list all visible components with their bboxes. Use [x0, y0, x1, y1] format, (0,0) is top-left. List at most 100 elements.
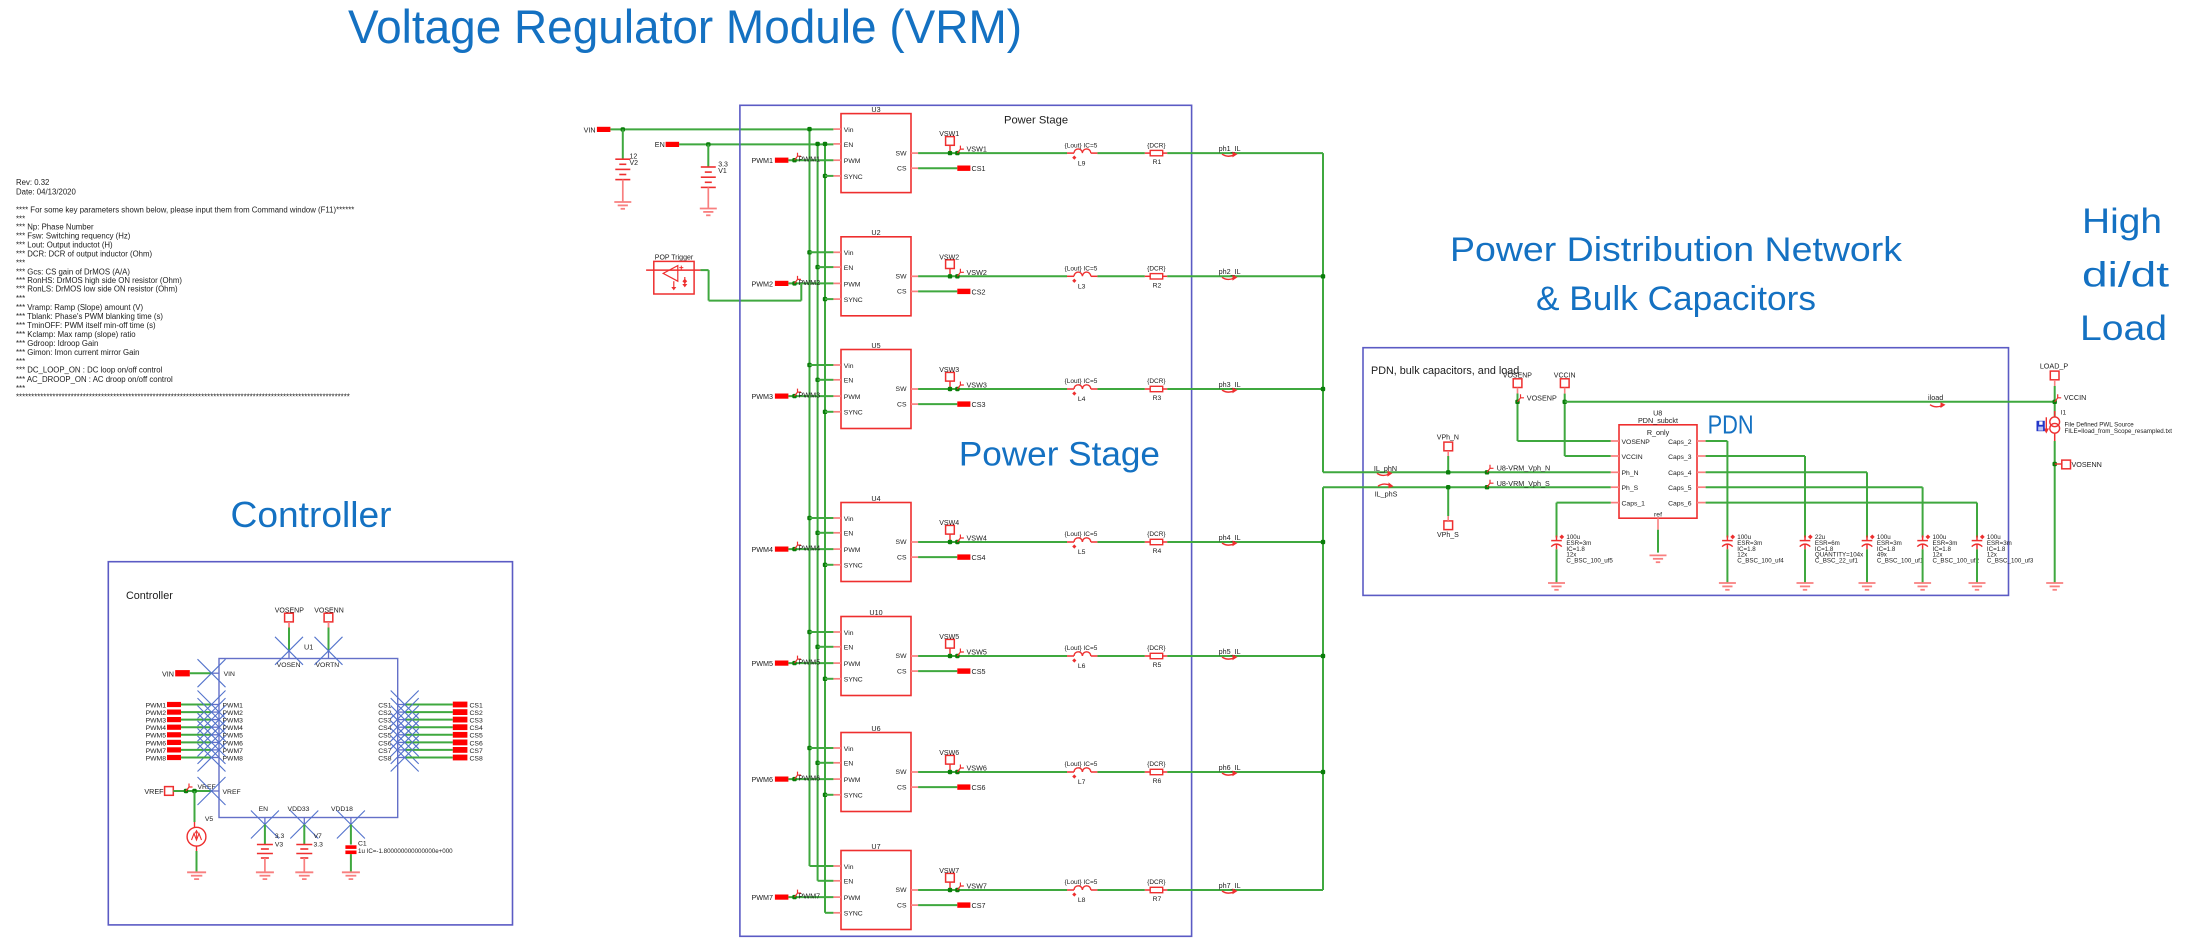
- svg-text:ESR=3m: ESR=3m: [1737, 540, 1762, 547]
- svg-text:PWM1: PWM1: [146, 702, 167, 709]
- svg-text:PWM6: PWM6: [751, 775, 773, 784]
- svg-text:12x: 12x: [1987, 552, 1998, 559]
- svg-text:C_BSC_100_uf3: C_BSC_100_uf3: [1987, 558, 2034, 565]
- svg-text:CS: CS: [897, 668, 907, 675]
- svg-text:12x: 12x: [1737, 552, 1748, 559]
- svg-text:VPh_N: VPh_N: [1437, 435, 1459, 442]
- svg-text:ph6_IL: ph6_IL: [1219, 763, 1241, 772]
- svg-text:U3: U3: [871, 105, 880, 114]
- svg-text:EN: EN: [844, 378, 854, 385]
- svg-text:CS: CS: [897, 902, 907, 909]
- svg-text:IL_phS: IL_phS: [1375, 489, 1398, 498]
- svg-text:{Lout} IC=5: {Lout} IC=5: [1065, 879, 1098, 886]
- svg-text:Rev: 0.32: Rev: 0.32: [16, 178, 49, 187]
- svg-text:Date: 04/13/2020: Date: 04/13/2020: [16, 187, 76, 196]
- svg-text:VSW6: VSW6: [967, 764, 987, 773]
- svg-text:***: ***: [16, 357, 25, 366]
- svg-text:PWM5: PWM5: [751, 659, 773, 668]
- svg-text:VOSENN: VOSENN: [314, 608, 344, 615]
- svg-text:U6: U6: [871, 724, 880, 733]
- svg-text:U4: U4: [871, 494, 880, 503]
- svg-text:ESR=3m: ESR=3m: [1933, 540, 1958, 547]
- svg-text:PWM: PWM: [844, 547, 861, 554]
- svg-text:SW: SW: [896, 386, 908, 393]
- svg-text:Ph_N: Ph_N: [1622, 470, 1639, 477]
- svg-text:{DCR}: {DCR}: [1147, 531, 1166, 538]
- svg-text:EN: EN: [844, 761, 854, 768]
- svg-text:PWM6: PWM6: [146, 740, 167, 747]
- svg-text:CS5: CS5: [470, 733, 483, 740]
- svg-text:PWM3: PWM3: [799, 391, 821, 400]
- svg-text:& Bulk Capacitors: & Bulk Capacitors: [1536, 280, 1816, 318]
- svg-text:R1: R1: [1153, 159, 1162, 166]
- svg-text:{DCR}: {DCR}: [1147, 879, 1166, 886]
- svg-text:CS4: CS4: [470, 725, 483, 732]
- svg-text:{Lout} IC=5: {Lout} IC=5: [1065, 645, 1098, 652]
- svg-text:***: ***: [16, 294, 25, 303]
- svg-text:CS3: CS3: [378, 718, 391, 725]
- svg-text:U1: U1: [304, 642, 313, 651]
- svg-text:QUANTITY=104x: QUANTITY=104x: [1815, 552, 1864, 559]
- svg-text:VOSENP: VOSENP: [1503, 372, 1533, 379]
- svg-text:ph5_IL: ph5_IL: [1219, 647, 1241, 656]
- svg-text:*** TminOFF: PWM itself min-: *** TminOFF: PWM itself min-off time (s): [16, 321, 156, 330]
- svg-text:SW: SW: [896, 150, 908, 157]
- svg-text:VSW7: VSW7: [967, 882, 987, 891]
- svg-text:Vin: Vin: [844, 630, 854, 637]
- svg-text:CS4: CS4: [378, 725, 391, 732]
- svg-text:CS1: CS1: [378, 702, 391, 709]
- svg-text:Vin: Vin: [844, 746, 854, 753]
- svg-text:FILE=Iload_from_Scope_resample: FILE=Iload_from_Scope_resampled.txt: [2065, 428, 2173, 435]
- svg-text:PWM7: PWM7: [799, 892, 821, 901]
- svg-text:C_BSC_100_uf4: C_BSC_100_uf4: [1737, 558, 1784, 565]
- svg-text:*** RonLS: DrMOS low side ON: *** RonLS: DrMOS low side ON resistor (O…: [16, 285, 178, 294]
- svg-text:R7: R7: [1153, 896, 1162, 903]
- svg-text:100u: 100u: [1737, 534, 1751, 541]
- svg-text:VPh_S: VPh_S: [1437, 532, 1459, 539]
- svg-text:R2: R2: [1153, 282, 1162, 289]
- svg-text:SYNC: SYNC: [844, 410, 863, 417]
- svg-text:CS4: CS4: [972, 553, 986, 562]
- svg-text:ph7_IL: ph7_IL: [1219, 881, 1241, 890]
- svg-text:{Lout} IC=5: {Lout} IC=5: [1065, 378, 1098, 385]
- svg-text:L4: L4: [1078, 396, 1086, 403]
- svg-text:PWM: PWM: [844, 895, 861, 902]
- svg-text:*** Tblank: Phase's PWM blan: *** Tblank: Phase's PWM blanking time (s…: [16, 312, 163, 321]
- svg-text:L3: L3: [1078, 284, 1086, 291]
- svg-text:POP Trigger: POP Trigger: [655, 255, 694, 262]
- svg-text:VIN: VIN: [224, 671, 235, 678]
- svg-text:VSW3: VSW3: [967, 381, 987, 390]
- svg-text:U8-VRM_Vph_S: U8-VRM_Vph_S: [1497, 479, 1550, 488]
- svg-text:PWM4: PWM4: [799, 544, 821, 553]
- svg-text:EN: EN: [844, 142, 854, 149]
- svg-text:VOSENP: VOSENP: [275, 608, 305, 615]
- svg-text:iload: iload: [1928, 393, 1943, 402]
- svg-text:VREF: VREF: [144, 787, 164, 796]
- svg-text:VSW2: VSW2: [967, 268, 987, 277]
- svg-text:*** Kclamp: Max ramp (slope): *** Kclamp: Max ramp (slope) ratio: [16, 330, 136, 339]
- svg-text:VSW1: VSW1: [967, 145, 987, 154]
- svg-text:EN: EN: [844, 531, 854, 538]
- svg-text:100u: 100u: [1933, 534, 1947, 541]
- svg-text:3.3: 3.3: [314, 841, 324, 848]
- svg-text:ESR=3m: ESR=3m: [1566, 540, 1591, 547]
- svg-text:PWM4: PWM4: [751, 545, 773, 554]
- svg-text:PWM3: PWM3: [223, 718, 244, 725]
- svg-text:PWM2: PWM2: [799, 278, 821, 287]
- svg-text:ph3_IL: ph3_IL: [1219, 380, 1241, 389]
- svg-text:PDN, bulk capacitors, and load: PDN, bulk capacitors, and load: [1371, 365, 1519, 377]
- svg-text:PWM1: PWM1: [223, 702, 244, 709]
- svg-text:di/dt: di/dt: [2082, 256, 2169, 295]
- svg-text:PWM7: PWM7: [146, 748, 167, 755]
- svg-text:PWM: PWM: [844, 661, 861, 668]
- svg-text:{Lout} IC=5: {Lout} IC=5: [1065, 761, 1098, 768]
- svg-text:R5: R5: [1153, 662, 1162, 669]
- svg-text:CS: CS: [897, 554, 907, 561]
- svg-text:***: ***: [16, 215, 25, 224]
- svg-text:IL_phN: IL_phN: [1374, 464, 1397, 473]
- svg-text:PWM6: PWM6: [223, 740, 244, 747]
- svg-text:IC=1.8: IC=1.8: [1877, 546, 1896, 553]
- svg-text:CS3: CS3: [470, 718, 483, 725]
- svg-text:L6: L6: [1078, 663, 1086, 670]
- svg-text:EN: EN: [655, 140, 665, 149]
